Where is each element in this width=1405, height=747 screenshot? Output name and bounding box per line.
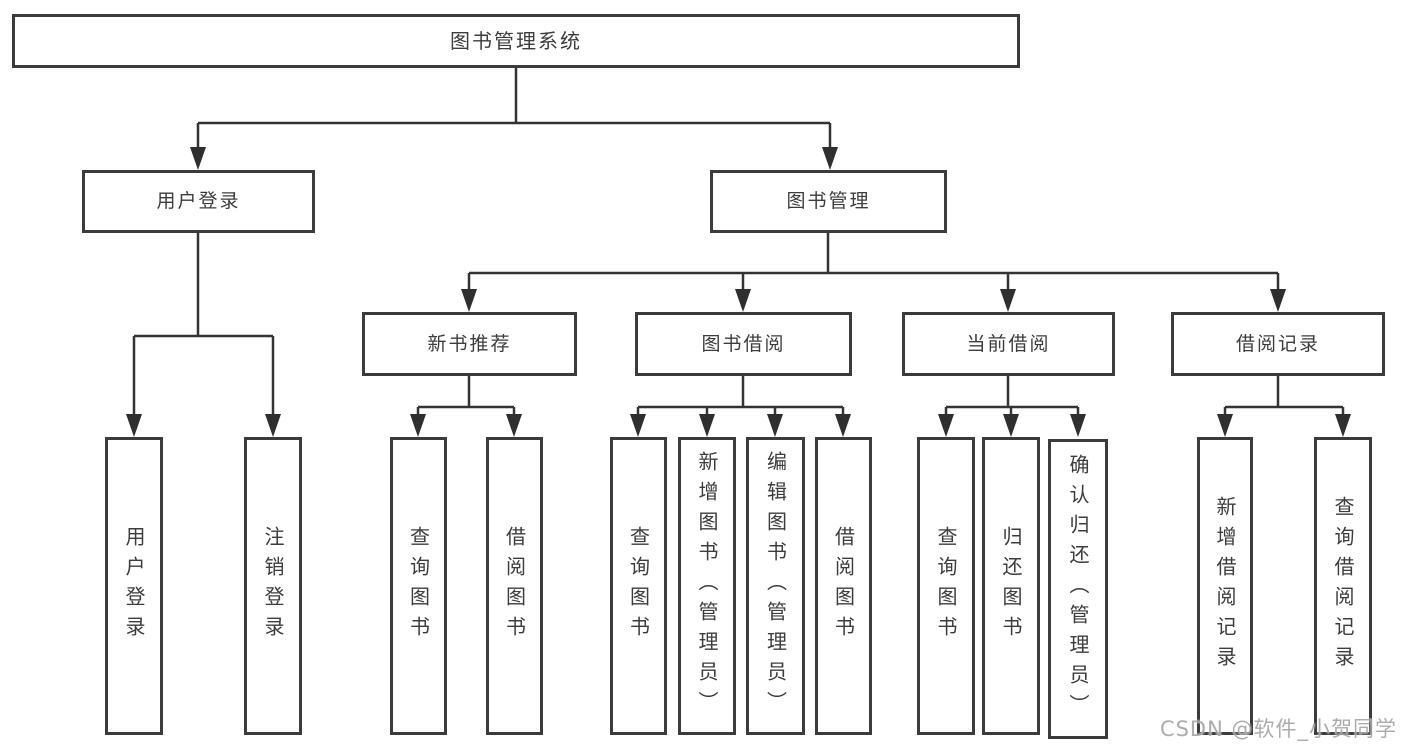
arrow-icon	[190, 147, 206, 170]
node-user-login: 用户登录	[82, 170, 315, 233]
node-label: 图书管理	[786, 190, 871, 212]
leaf-record-query: 查询借阅记录	[1314, 437, 1372, 735]
arrow-icon	[1335, 414, 1351, 437]
arrow-icon	[1270, 289, 1286, 312]
arrow-icon	[630, 414, 646, 437]
leaf-newbook-borrow: 借阅图书	[486, 437, 543, 735]
node-label: 用户登录	[122, 526, 146, 646]
arrow-icon	[767, 414, 783, 437]
arrow-icon	[1217, 414, 1233, 437]
arrow-icon	[410, 414, 426, 437]
connector-root-to-level2	[196, 68, 832, 150]
node-label: 当前借阅	[966, 332, 1051, 355]
leaf-borrow-edit-admin: 编辑图书（管理员）	[746, 437, 805, 735]
node-label: 借阅图书	[502, 526, 527, 646]
connector-new-book-to-leaves	[416, 376, 516, 418]
node-book-borrow: 图书借阅	[635, 312, 852, 376]
connector-user-login-to-leaves	[132, 233, 275, 418]
arrow-icon	[822, 147, 838, 170]
leaf-current-query: 查询图书	[917, 437, 975, 735]
node-label: 图书管理系统	[450, 29, 582, 53]
node-label: 查询借阅记录	[1331, 496, 1355, 676]
arrow-icon	[506, 414, 522, 437]
arrow-icon	[461, 289, 477, 312]
arrow-icon	[1070, 414, 1086, 437]
arrow-icon	[1003, 414, 1019, 437]
leaf-user-login: 用户登录	[105, 437, 163, 735]
leaf-current-return: 归还图书	[982, 437, 1040, 735]
node-label: 借阅图书	[831, 526, 856, 646]
node-label: 用户登录	[156, 190, 241, 212]
node-current-borrow: 当前借阅	[902, 312, 1115, 376]
connector-current-to-leaves	[944, 376, 1080, 418]
node-label: 新书推荐	[427, 332, 512, 355]
connector-borrow-to-leaves	[636, 376, 845, 418]
csdn-watermark: CSDN @软件_小贺同学	[1159, 717, 1397, 741]
arrow-icon	[938, 414, 954, 437]
node-label: 注销登录	[261, 526, 285, 646]
arrow-icon	[126, 414, 142, 437]
node-label: 编辑图书（管理员）	[763, 451, 788, 721]
leaf-logout: 注销登录	[244, 437, 302, 735]
connector-book-mgmt-to-level3	[467, 233, 1280, 292]
node-library-system: 图书管理系统	[12, 14, 1020, 68]
node-label: 查询图书	[626, 526, 651, 646]
leaf-borrow-query: 查询图书	[610, 437, 667, 735]
node-label: 确认归还（管理员）	[1066, 454, 1090, 724]
arrow-icon	[699, 414, 715, 437]
arrow-icon	[265, 414, 281, 437]
node-label: 借阅记录	[1235, 332, 1320, 355]
node-book-management: 图书管理	[710, 170, 947, 233]
arrow-icon	[1000, 289, 1016, 312]
arrow-icon	[735, 289, 751, 312]
leaf-newbook-query: 查询图书	[390, 437, 447, 735]
leaf-borrow-add-admin: 新增图书（管理员）	[678, 437, 736, 735]
connector-record-to-leaves	[1223, 376, 1345, 418]
leaf-current-confirm-return-admin: 确认归还（管理员）	[1048, 439, 1108, 739]
node-new-book-recommend: 新书推荐	[362, 312, 577, 376]
node-label: 图书借阅	[701, 332, 786, 355]
node-label: 归还图书	[999, 526, 1023, 646]
node-label: 查询图书	[934, 526, 958, 646]
node-label: 新增图书（管理员）	[695, 451, 719, 721]
node-label: 查询图书	[406, 526, 431, 646]
arrow-icon	[835, 414, 851, 437]
node-label: 新增借阅记录	[1213, 496, 1237, 676]
node-borrow-record: 借阅记录	[1171, 312, 1385, 376]
leaf-record-add: 新增借阅记录	[1197, 437, 1253, 735]
leaf-borrow-book: 借阅图书	[815, 437, 872, 735]
